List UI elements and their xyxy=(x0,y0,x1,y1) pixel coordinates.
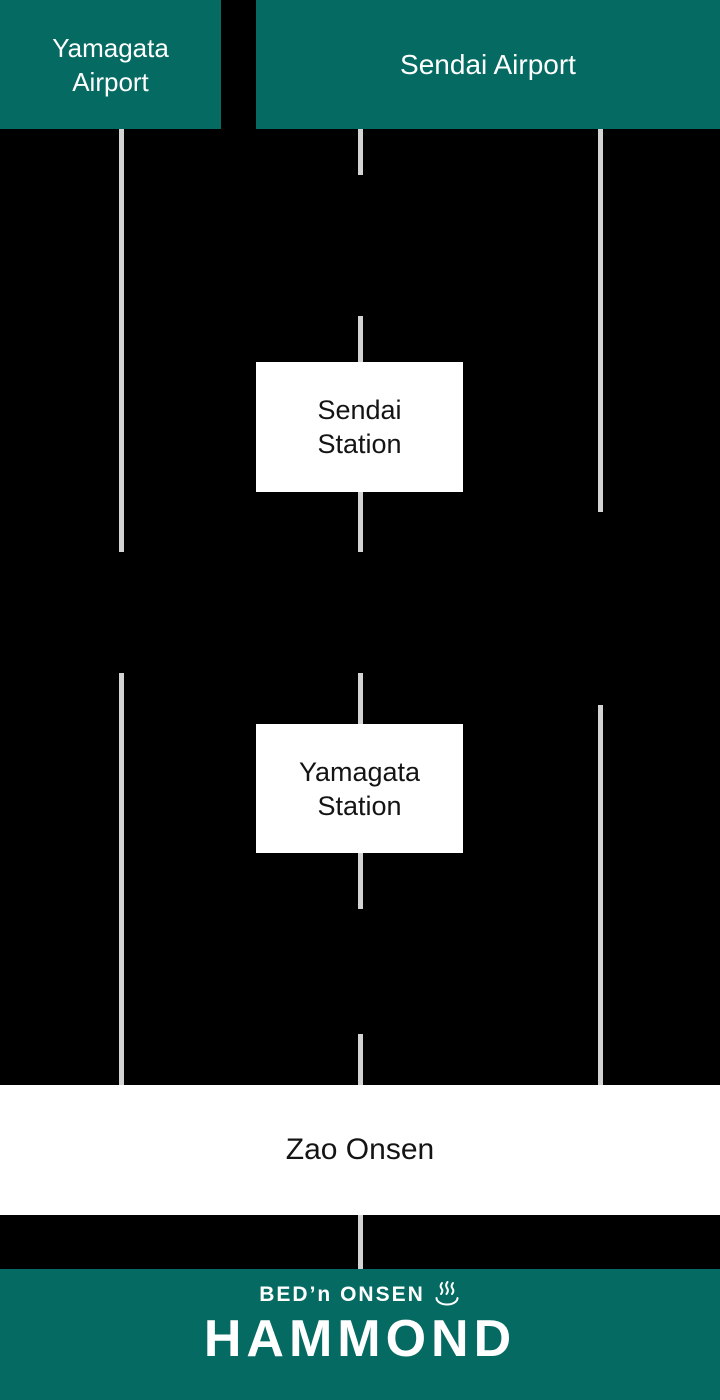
brand-name-label: HAMMOND xyxy=(203,1310,517,1368)
route-line-center-seg6 xyxy=(358,1034,363,1085)
route-line-center-seg3 xyxy=(358,492,363,552)
brand-top-row: BED’n ONSEN xyxy=(259,1281,461,1307)
route-line-left-seg1 xyxy=(119,129,124,552)
route-line-center-seg4 xyxy=(358,673,363,724)
node-yamagata-station: Yamagata Station xyxy=(256,724,463,853)
footer-brand-band: BED’n ONSEN HAMMOND xyxy=(0,1269,720,1400)
route-line-left-seg2 xyxy=(119,673,124,1085)
brand-sub-label: BED’n ONSEN xyxy=(259,1283,425,1306)
node-zao-onsen-band: Zao Onsen xyxy=(0,1085,720,1215)
node-sendai-station: Sendai Station xyxy=(256,362,463,492)
route-line-center-seg2 xyxy=(358,316,363,362)
zao-onsen-label: Zao Onsen xyxy=(285,1133,435,1166)
route-line-right-seg1 xyxy=(598,129,603,512)
route-line-right-seg2 xyxy=(598,705,603,1085)
node-sendai-airport: Sendai Airport xyxy=(256,0,720,129)
hot-spring-icon xyxy=(433,1281,461,1307)
node-yamagata-airport: Yamagata Airport xyxy=(0,0,221,129)
route-line-center-seg1 xyxy=(358,129,363,175)
route-line-center-seg7 xyxy=(358,1215,363,1269)
route-line-center-seg5 xyxy=(358,853,363,909)
